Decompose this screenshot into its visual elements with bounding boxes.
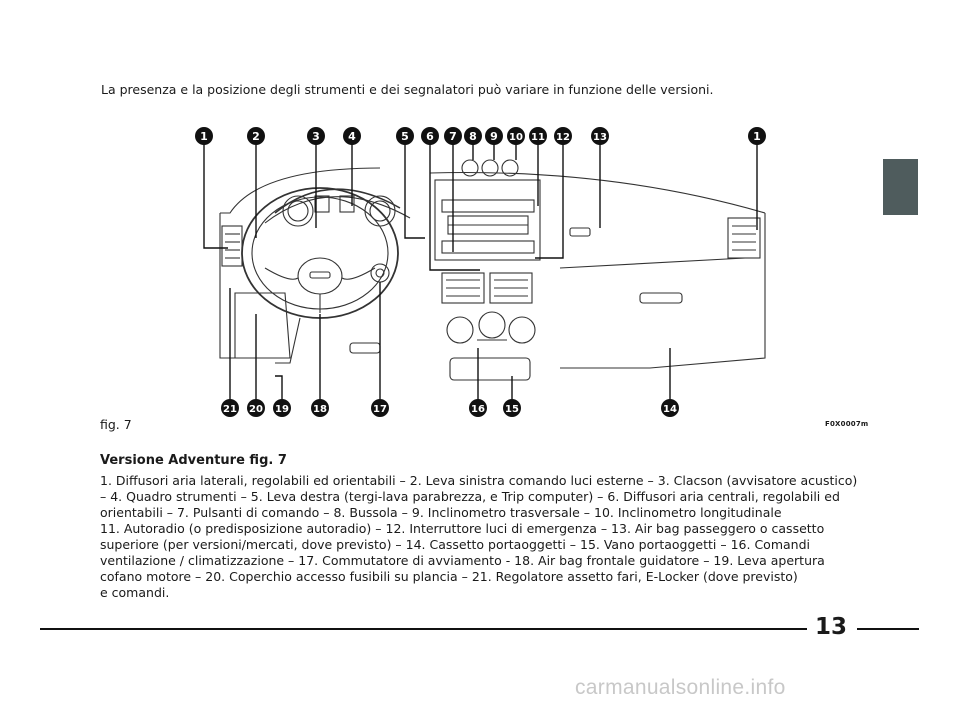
callout-badge: 3 [307, 127, 325, 145]
svg-text:20: 20 [249, 404, 263, 415]
svg-text:9: 9 [490, 130, 498, 143]
footer-rule-right [857, 628, 919, 630]
callout-badge: 16 [469, 399, 487, 417]
caption-text: 1. Diffusori aria laterali, regolabili e… [100, 473, 860, 601]
caption-line: 1. Diffusori aria laterali, regolabili e… [100, 473, 858, 488]
caption-heading: Versione Adventure fig. 7 [100, 453, 287, 468]
svg-text:13: 13 [593, 132, 607, 143]
svg-text:3: 3 [312, 130, 320, 143]
figure-code: F0X0007m [825, 420, 869, 428]
caption-line: 11. Autoradio (o predisposizione autorad… [100, 521, 825, 536]
page-number: 13 [815, 614, 848, 640]
callout-badge: 12 [554, 127, 572, 145]
callout-badge: 5 [396, 127, 414, 145]
svg-text:17: 17 [373, 404, 387, 415]
callouts-top: 1 2 3 4 5 6 7 8 [195, 127, 766, 145]
callouts-bottom: 21 20 19 18 17 16 15 14 [221, 399, 679, 417]
callout-badge: 20 [247, 399, 265, 417]
callout-badge: 11 [529, 127, 547, 145]
callout-badge: 8 [464, 127, 482, 145]
callout-badge: 21 [221, 399, 239, 417]
intro-text: La presenza e la posizione degli strumen… [101, 82, 714, 97]
svg-text:1: 1 [753, 130, 761, 143]
svg-text:4: 4 [348, 130, 356, 143]
callout-badge: 17 [371, 399, 389, 417]
svg-text:6: 6 [426, 130, 434, 143]
svg-text:8: 8 [469, 130, 477, 143]
caption-line: superiore (per versioni/mercati, dove pr… [100, 537, 810, 552]
callout-badge: 18 [311, 399, 329, 417]
svg-text:7: 7 [449, 130, 457, 143]
figure-label: fig. 7 [100, 417, 132, 432]
callout-badge: 6 [421, 127, 439, 145]
callout-badge: 14 [661, 399, 679, 417]
caption-line: ventilazione / climatizzazione – 17. Com… [100, 553, 825, 568]
callout-badge: 1 [748, 127, 766, 145]
callout-badge: 1 [195, 127, 213, 145]
callout-badge: 4 [343, 127, 361, 145]
caption-line: orientabili – 7. Pulsanti di comando – 8… [100, 505, 782, 520]
svg-text:21: 21 [223, 404, 237, 415]
svg-text:1: 1 [200, 130, 208, 143]
caption-line: e comandi. [100, 585, 170, 600]
callout-badge: 13 [591, 127, 609, 145]
svg-text:5: 5 [401, 130, 409, 143]
svg-text:11: 11 [531, 132, 545, 143]
svg-text:18: 18 [313, 404, 327, 415]
callout-badge: 7 [444, 127, 462, 145]
section-tab [883, 159, 918, 215]
caption-line: – 4. Quadro strumenti – 5. Leva destra (… [100, 489, 840, 504]
callout-badge: 19 [273, 399, 291, 417]
watermark: carmanualsonline.info [575, 676, 786, 699]
callout-badge: 2 [247, 127, 265, 145]
svg-text:14: 14 [663, 404, 677, 415]
callout-badge: 9 [485, 127, 503, 145]
svg-text:15: 15 [505, 404, 519, 415]
svg-text:2: 2 [252, 130, 260, 143]
callout-badge: 10 [507, 127, 525, 145]
svg-text:19: 19 [275, 404, 289, 415]
svg-text:10: 10 [509, 132, 523, 143]
footer-rule-left [40, 628, 807, 630]
svg-text:12: 12 [556, 132, 570, 143]
callout-badge: 15 [503, 399, 521, 417]
dashboard-illustration: 1 2 3 4 5 6 7 8 [195, 127, 766, 417]
svg-text:16: 16 [471, 404, 485, 415]
caption-line: cofano motore – 20. Coperchio accesso fu… [100, 569, 798, 584]
